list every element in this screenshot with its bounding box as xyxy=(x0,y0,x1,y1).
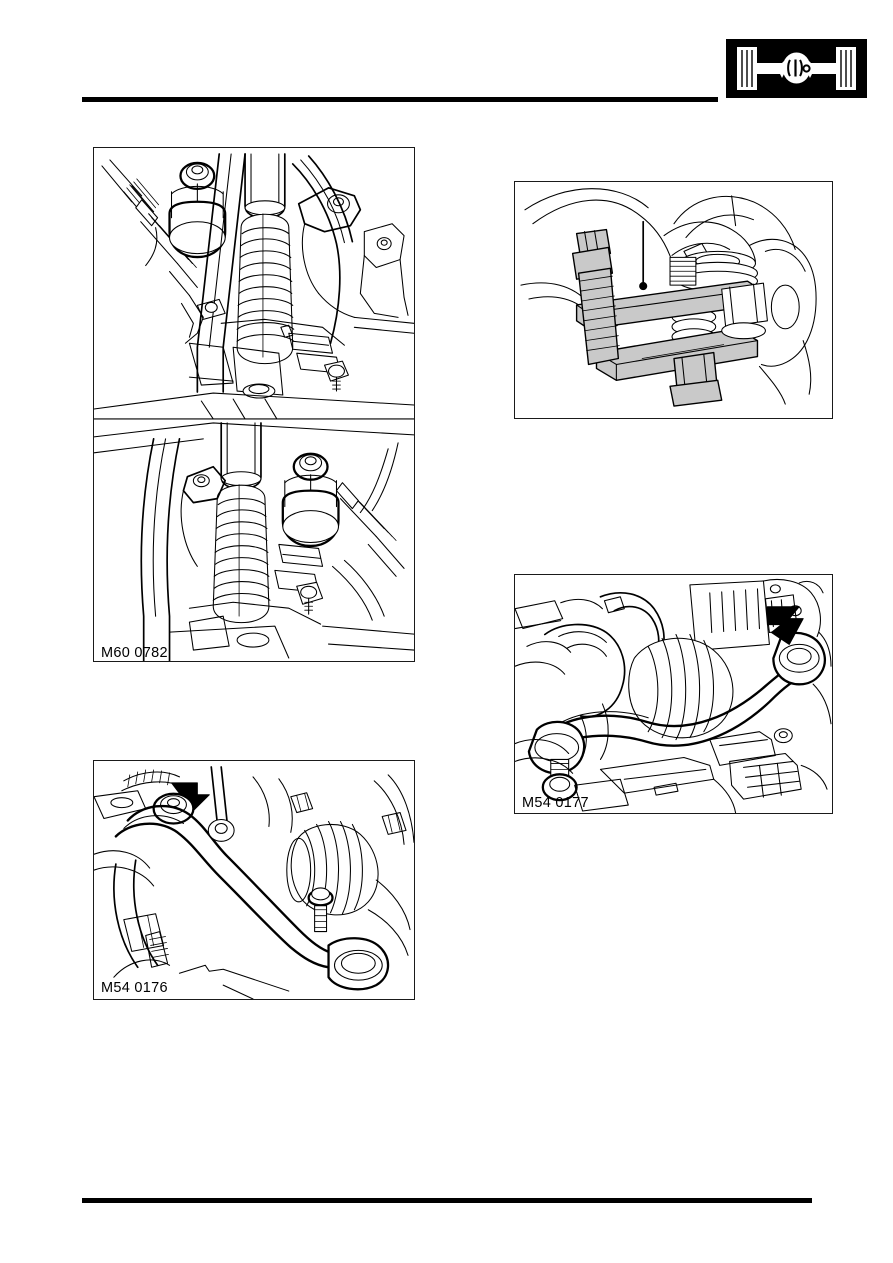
header-rule xyxy=(82,97,718,102)
figure-separator-tool xyxy=(514,181,833,419)
figure-caption-m54-0177: M54 0177 xyxy=(522,795,589,811)
figure-caption-m60-0782: M60 0782 xyxy=(101,645,168,661)
figure-track-rod-right xyxy=(514,574,833,814)
footer-rule xyxy=(82,1198,812,1203)
figure-caption-m54-0176: M54 0176 xyxy=(101,980,168,996)
figure-track-rod-left xyxy=(93,760,415,1000)
front-axle-differential-icon xyxy=(726,39,867,98)
figure-front-suspension xyxy=(93,147,415,662)
